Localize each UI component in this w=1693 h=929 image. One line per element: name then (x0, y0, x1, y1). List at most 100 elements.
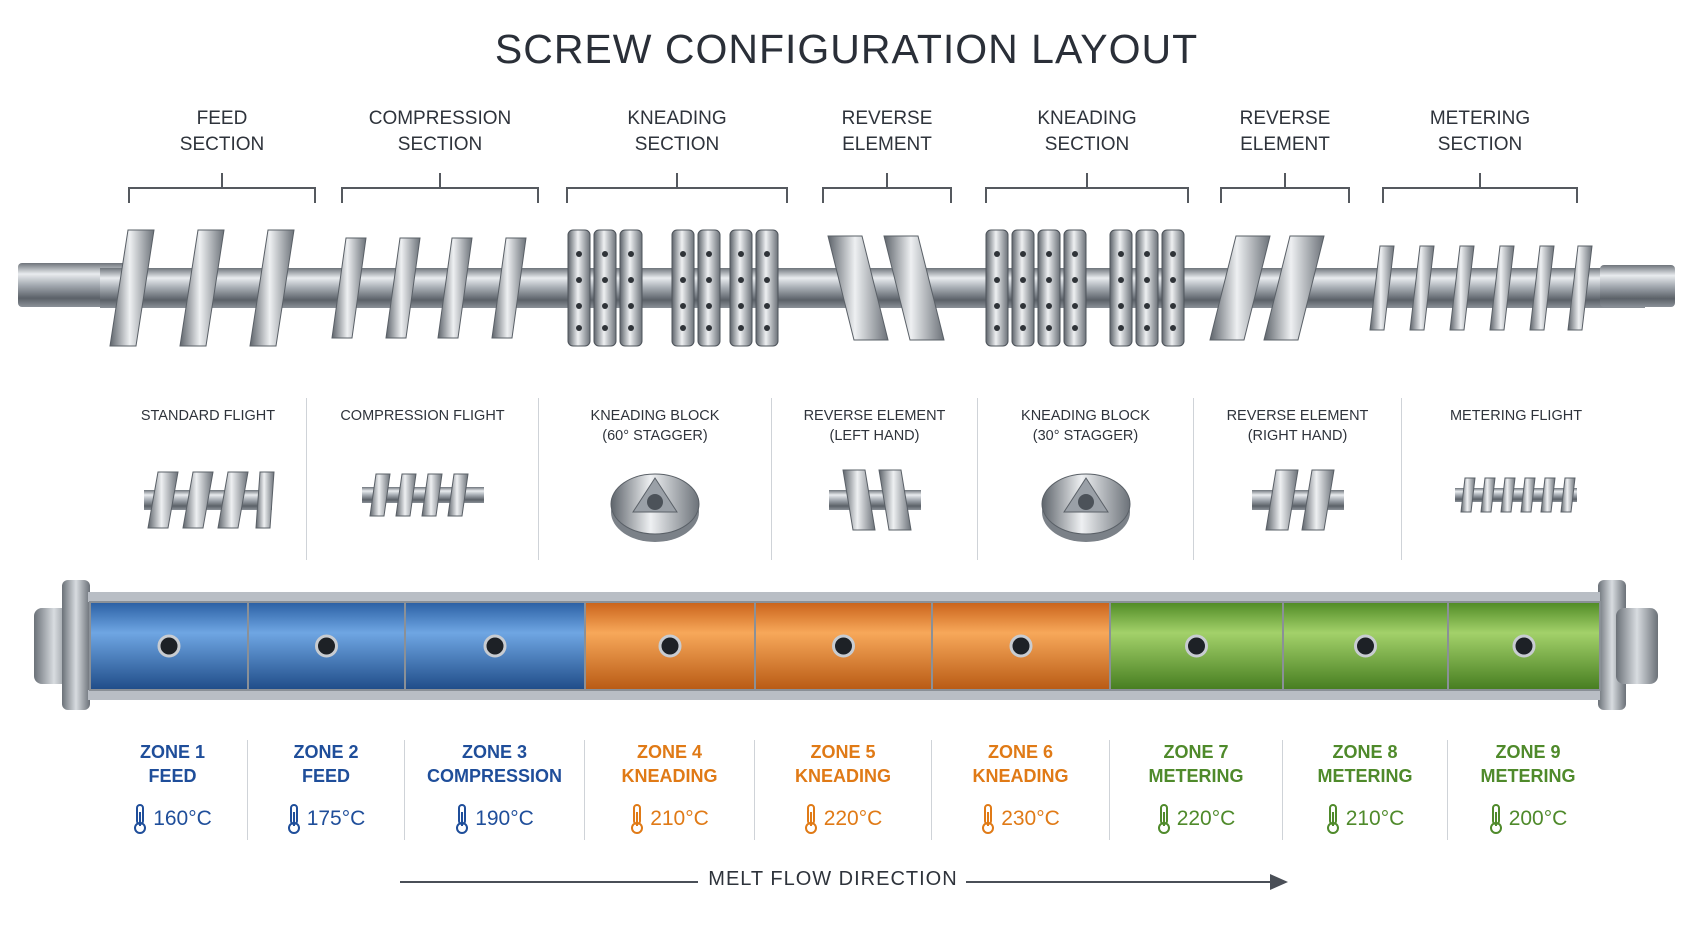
disc-hole (1020, 277, 1026, 283)
section-label-line1: COMPRESSION (368, 108, 512, 129)
heater-port (1185, 634, 1208, 658)
section-bracket (1382, 187, 1578, 203)
disc-hole (738, 251, 744, 257)
reverse-element-icon (1251, 469, 1344, 531)
barrel-illustration (34, 580, 1658, 710)
kneading-discs (567, 229, 1185, 347)
screw-flight (1489, 245, 1515, 331)
disc-hole (1072, 251, 1078, 257)
thermometer-icon (982, 804, 995, 834)
screw-flight (1209, 235, 1271, 341)
kneading-disc (755, 229, 779, 347)
disc-hole (602, 251, 608, 257)
heater-port (1009, 634, 1033, 658)
disc-hole (764, 303, 770, 309)
section-bracket (985, 187, 1189, 203)
element-label: METERING FLIGHT (1449, 408, 1583, 424)
zone-4: ZONE 4 KNEADING 210°C (585, 740, 755, 840)
zone-1: ZONE 1 FEED 160°C (98, 740, 248, 840)
zone-6: ZONE 6 KNEADING 230°C (932, 740, 1110, 840)
barrel-end-right (1616, 608, 1658, 684)
zone-temp-value: 230°C (1001, 807, 1060, 830)
zone-temperature: 210°C (1283, 804, 1447, 834)
screw-flight (1567, 245, 1593, 331)
element-kneading-block-60: KNEADING BLOCK (60° STAGGER) (539, 398, 772, 560)
screw-flight (179, 229, 225, 347)
disc-hole (680, 251, 686, 257)
melt-flow-indicator: MELT FLOW DIRECTION (400, 868, 1290, 894)
zone-temp-value: 220°C (823, 807, 883, 830)
section-label-compression: COMPRESSION SECTION (339, 106, 541, 158)
disc-hole (994, 251, 1000, 257)
section-label-line2: SECTION (397, 134, 483, 155)
disc-hole (738, 303, 744, 309)
kneading-block-icon (610, 473, 700, 542)
heater-port (157, 634, 181, 658)
zone-3: ZONE 3 COMPRESSION 190°C (405, 740, 585, 840)
page-title: SCREW CONFIGURATION LAYOUT (494, 26, 1199, 72)
zone-name: ZONE 6 KNEADING (972, 742, 1069, 786)
zone-name: ZONE 2 FEED (293, 742, 359, 786)
disc-hole (1020, 325, 1026, 331)
heater-port (658, 634, 682, 658)
kneading-disc (697, 229, 721, 347)
screw-flight (385, 237, 421, 339)
zone-temperature: 160°C (98, 804, 247, 834)
disc-hole (994, 325, 1000, 331)
reverse-element-icon (828, 469, 921, 531)
disc-hole (576, 277, 582, 283)
section-label-line1: KNEADING (1037, 108, 1137, 129)
disc-hole (706, 251, 712, 257)
disc-hole (706, 325, 712, 331)
zone-temp-value: 220°C (1176, 807, 1236, 830)
section-label-line2: ELEMENT (1240, 134, 1330, 155)
element-label: REVERSE ELEMENT (RIGHT HAND) (1226, 408, 1369, 444)
screw-flight (331, 237, 367, 339)
disc-hole (680, 303, 686, 309)
disc-hole (706, 277, 712, 283)
thermometer-icon (1489, 804, 1502, 834)
zone-temp-value: 175°C (306, 807, 366, 830)
kneading-disc (1037, 229, 1061, 347)
section-label-line2: SECTION (1044, 134, 1130, 155)
kneading-disc (567, 229, 591, 347)
disc-hole (1170, 251, 1176, 257)
kneading-disc (985, 229, 1009, 347)
disc-hole (576, 251, 582, 257)
disc-hole (1118, 303, 1124, 309)
zone-8: ZONE 8 METERING 210°C (1283, 740, 1448, 840)
screw-flight (883, 235, 945, 341)
zone-9: ZONE 9 METERING 200°C (1448, 740, 1608, 840)
kneading-disc (1011, 229, 1035, 347)
section-label-line1: REVERSE (841, 108, 933, 129)
section-bracket (341, 187, 539, 203)
zone-name: ZONE 9 METERING (1480, 742, 1576, 786)
flow-line (400, 881, 698, 883)
zone-name: ZONE 4 KNEADING (621, 742, 718, 786)
disc-hole (602, 303, 608, 309)
zone-5: ZONE 5 KNEADING 220°C (755, 740, 932, 840)
disc-hole (1072, 277, 1078, 283)
screw-flight (1449, 245, 1475, 331)
disc-hole (764, 251, 770, 257)
section-label-line2: SECTION (1437, 134, 1523, 155)
zone-temperature: 190°C (405, 804, 584, 834)
zone-name: ZONE 1 FEED (139, 742, 205, 786)
section-bracket (1220, 187, 1350, 203)
section-label-line1: METERING (1429, 108, 1531, 129)
section-label-line1: KNEADING (627, 108, 727, 129)
section-label-line2: SECTION (634, 134, 720, 155)
screw-flight (1529, 245, 1555, 331)
thermometer-icon (631, 804, 644, 834)
kneading-disc (1135, 229, 1159, 347)
disc-hole (628, 277, 634, 283)
zone-name: ZONE 5 KNEADING (794, 742, 891, 786)
section-label-feed: FEED SECTION (130, 106, 314, 158)
section-bracket (566, 187, 788, 203)
disc-hole (1072, 325, 1078, 331)
disc-hole (738, 325, 744, 331)
shaft-end-right (1600, 265, 1675, 307)
section-bracket (128, 187, 316, 203)
disc-hole (1046, 277, 1052, 283)
zone-name: ZONE 3 COMPRESSION (426, 742, 563, 786)
